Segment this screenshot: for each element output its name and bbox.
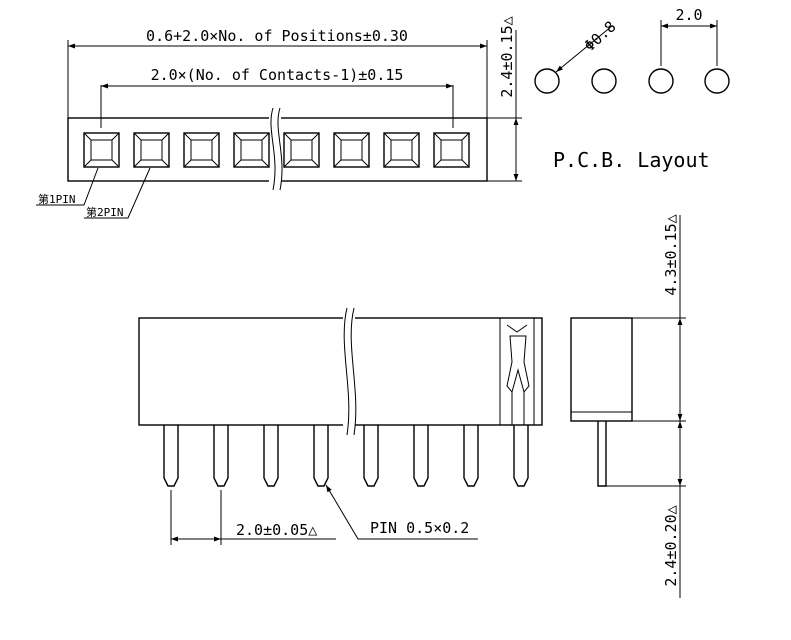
contact-span-label: 2.0×(No. of Contacts-1)±0.15 [151, 66, 404, 84]
hole-diameter-leader [555, 25, 613, 73]
tail-length-label: 2.4±0.20△ [662, 505, 680, 586]
side-view: 4.3±0.15△ 2.4±0.20△ [570, 214, 686, 598]
pins [163, 425, 529, 487]
top-view: 0.6+2.0×No. of Positions±0.30 2.0×(No. o… [36, 16, 522, 219]
housing-front [138, 317, 543, 426]
pin1-leader [36, 167, 99, 206]
pcb-hole [534, 68, 560, 94]
hole-diameter-label: Φ0.8 [581, 17, 620, 55]
top-height-label: 2.4±0.15△ [498, 16, 516, 97]
pin2-label: 第2PIN [86, 205, 124, 219]
pin-size-leader [325, 484, 478, 540]
pin1-label: 第1PIN [38, 192, 76, 206]
front-view: 2.0±0.05△ PIN 0.5×0.2 [138, 307, 543, 545]
housing-side [570, 317, 633, 422]
pcb-layout-title: P.C.B. Layout [553, 148, 710, 172]
pin2-leader [84, 167, 151, 219]
pcb-layout: Φ0.8 2.0 P.C.B. Layout [534, 6, 730, 172]
contact-sockets [83, 132, 470, 168]
pin-size-label: PIN 0.5×0.2 [370, 519, 469, 537]
pin-pitch-label: 2.0±0.05△ [236, 521, 317, 539]
overall-length-label: 0.6+2.0×No. of Positions±0.30 [146, 27, 408, 45]
pcb-hole [591, 68, 617, 94]
body-height-label: 4.3±0.15△ [662, 214, 680, 295]
pcb-hole [704, 68, 730, 94]
pcb-hole [648, 68, 674, 94]
pcb-pitch-label: 2.0 [675, 6, 702, 24]
